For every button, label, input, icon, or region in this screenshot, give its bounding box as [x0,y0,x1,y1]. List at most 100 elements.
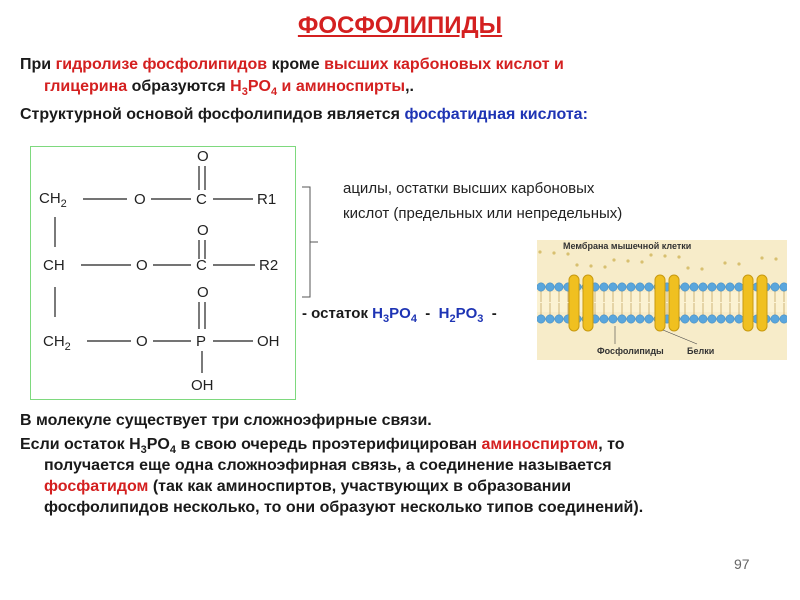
highlight-hydrolysis: гидролизе фосфолипидов [55,56,268,73]
membrane-drawing [537,240,787,360]
lipid-head [545,314,555,324]
lipid-head [698,282,708,292]
protein-helix [756,274,768,332]
lipid-head [644,314,654,324]
particle [723,261,727,265]
lipid-head [537,282,546,292]
text: При [20,56,56,73]
lipid-head [644,282,654,292]
lipid-head [734,282,744,292]
text: образуются [127,78,231,95]
lipid-head [680,282,690,292]
particle [737,262,741,266]
formula-ch2-bottom: CH2 [43,333,71,353]
subscript: 4 [169,444,176,457]
protein-helix [742,274,754,332]
formula-c: C [196,257,207,274]
particle [677,255,681,259]
membrane-title: Мембрана мышечной клетки [563,241,692,251]
particle [538,250,542,254]
lipid-head [599,282,609,292]
lipid-head [707,282,717,292]
acyl-caption-line2: кислот (предельных или непредельных) [343,205,623,222]
particle [612,258,616,262]
particle [760,256,764,260]
lipid-head [734,314,744,324]
highlight-phosphatidic: фосфатидная кислота: [404,106,588,123]
formula-o-top1: O [197,148,209,165]
particle [686,266,690,270]
text: ,. [405,78,414,95]
highlight-acids: высших карбоновых кислот и [324,56,564,73]
lipid-head [617,314,627,324]
paragraph-line-1: Если остаток H3PO4 в свою очередь проэте… [20,434,780,461]
particle [649,253,653,257]
text: PO [146,436,170,453]
protein-helix [654,274,666,332]
lipid-head [680,314,690,324]
lipid-head [779,282,787,292]
lipid-head [554,282,564,292]
intro-line-3: Структурной основой фосфолипидов являетс… [20,104,790,125]
pointer-line [662,329,698,345]
text: и аминоспирты [277,78,406,95]
slide-title: ФОСФОЛИПИДЫ [297,12,503,39]
lipid-head [689,282,699,292]
lipid-head [537,314,546,324]
text: H [230,78,242,95]
lipid-head [725,282,735,292]
particle [663,254,667,258]
structural-formula: O CH2 O C R1 O CH O C R2 O CH2 O P OH [30,146,296,400]
lipid-head [689,314,699,324]
formula-o: O [134,191,146,208]
formula-h2po3: H2PO3 [438,305,484,325]
subscript: 3 [241,86,248,99]
lipid-head [716,282,726,292]
formula-c: C [196,191,207,208]
lipid-head [707,314,717,324]
ester-bonds-note: В молекуле существует три сложноэфирные … [20,412,432,429]
formula-ch: CH [43,257,65,274]
page-number: 97 [734,556,750,572]
text: Структурной основой фосфолипидов являетс… [20,106,405,123]
text: , то [598,436,625,453]
lipid-head [716,314,726,324]
lipid-head [608,314,618,324]
highlight-phosphoric: H3PO4 и аминоспирты [230,78,406,99]
formula-r1: R1 [257,191,276,208]
text: кроме [267,56,325,73]
lipid-head [545,282,555,292]
lipid-head [725,314,735,324]
membrane-label-phospholipids: Фосфолипиды [597,346,664,356]
paragraph-line-4: фосфолипидов несколько, то они образуют … [44,499,644,516]
formula-o-top2: O [197,222,209,239]
text: - остаток [302,305,373,322]
brace-bracket [302,186,318,298]
lipid-head [626,314,636,324]
subscript: 4 [270,86,278,99]
text: - [416,305,439,322]
intro-line-2: глицерина образуются H3PO4 и аминоспирты… [44,76,414,103]
highlight-phosphatide: фосфатидом [44,478,149,495]
text: PO [247,78,271,95]
particle [640,260,644,264]
particle [589,264,593,268]
membrane-illustration: Мембрана мышечной клетки Фосфолипиды Бел… [537,240,787,360]
particle [552,251,556,255]
particle [603,265,607,269]
formula-h3po4: H3PO4 [372,305,417,325]
lipid-head [617,282,627,292]
highlight-aminoalcohol: аминоспиртом [481,436,599,453]
paragraph-line-3: фосфатидом (так как аминоспиртов, участв… [44,476,784,497]
particle [575,263,579,267]
lipid-head [770,314,780,324]
intro-line-1: При гидролизе фосфолипидов кроме высших … [20,54,790,75]
formula-r2: R2 [259,257,278,274]
lipid-head [698,314,708,324]
highlight-glycerol: глицерина [44,78,128,95]
formula-o: O [136,257,148,274]
lipid-head [626,282,636,292]
lipid-head [635,314,645,324]
text: (так как аминоспиртов, участвующих в обр… [148,478,572,495]
protein-helix [582,274,594,332]
